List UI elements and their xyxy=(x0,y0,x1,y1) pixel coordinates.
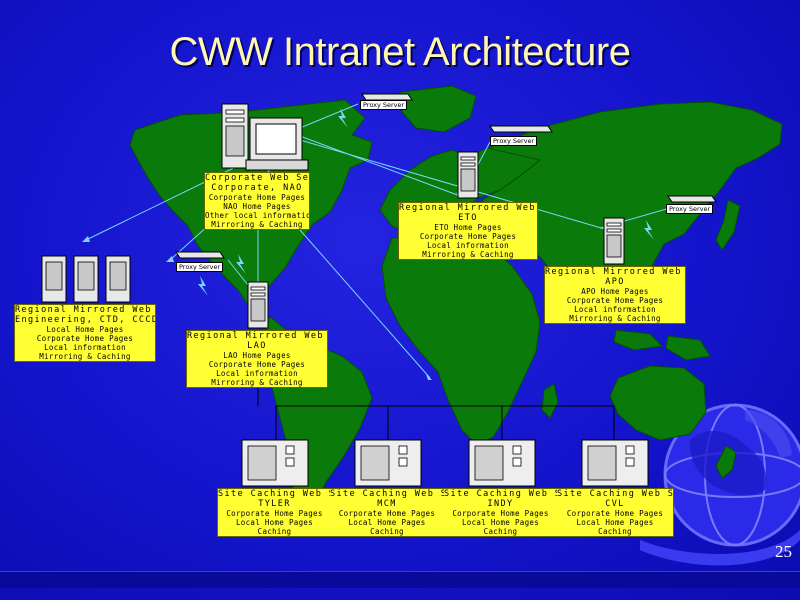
site-location: TYLER xyxy=(258,499,291,509)
site-location: CVL xyxy=(605,499,625,509)
node-detail: Corporate Home Pages xyxy=(566,296,664,305)
site-heading: Site Caching Web Server xyxy=(557,489,674,499)
site-server-box-indy: Site Caching Web Server INDY Corporate H… xyxy=(444,488,557,537)
node-detail: Mirroring & Caching xyxy=(569,314,661,323)
node-location: APO xyxy=(605,277,625,287)
site-detail: Corporate Home Pages xyxy=(338,509,436,518)
node-detail: ETO Home Pages xyxy=(434,223,502,232)
site-server-box-cvl: Site Caching Web Server CVL Corporate Ho… xyxy=(557,488,674,537)
node-heading: Regional Mirrored Web Server xyxy=(187,331,327,341)
site-wiring xyxy=(257,386,615,440)
proxy-label-west: Proxy Server xyxy=(176,262,224,272)
site-detail: Local Home Pages xyxy=(461,518,540,527)
corporate-server-box: Corporate Web Server Corporate, NAO Corp… xyxy=(204,172,310,230)
site-detail: Corporate Home Pages xyxy=(452,509,549,518)
node-detail: NAO Home Pages xyxy=(223,202,291,211)
node-detail: Corporate Home Pages xyxy=(419,232,517,241)
site-heading: Site Caching Web Server xyxy=(218,489,331,499)
node-detail: LAO Home Pages xyxy=(223,351,291,360)
node-location: ETO xyxy=(458,213,478,223)
site-detail: Caching xyxy=(257,527,292,536)
node-detail: Local information xyxy=(574,305,656,314)
site-heading: Site Caching Web Server xyxy=(444,489,557,499)
node-detail: Local Home Pages xyxy=(46,325,124,334)
node-detail: Other local information xyxy=(205,211,310,220)
site-detail: Corporate Home Pages xyxy=(566,509,664,518)
footer-bar xyxy=(0,571,800,588)
site-server-icons xyxy=(241,439,649,487)
node-detail: Corporate Home Pages xyxy=(208,193,306,202)
site-server-box-mcm: Site Caching Web Server MCM Corporate Ho… xyxy=(330,488,444,537)
node-heading: Regional Mirrored Web Server xyxy=(15,305,155,315)
slide-number: 25 xyxy=(775,542,792,561)
lao-server-box: Regional Mirrored Web Server LAO LAO Hom… xyxy=(186,330,328,388)
eto-server-icon xyxy=(457,151,479,199)
node-heading: Corporate Web Server xyxy=(205,173,310,183)
proxy-label-europe: Proxy Server xyxy=(490,136,538,146)
site-detail: Caching xyxy=(483,527,518,536)
lao-server-icon xyxy=(247,281,269,329)
node-detail: Mirroring & Caching xyxy=(39,352,131,361)
node-detail: Corporate Home Pages xyxy=(36,334,134,343)
site-location: MCM xyxy=(377,499,397,509)
site-detail: Local Home Pages xyxy=(576,518,654,527)
engineering-server-icons xyxy=(41,255,131,303)
apo-server-box: Regional Mirrored Web Server APO APO Hom… xyxy=(544,266,686,324)
node-detail: Local information xyxy=(216,369,298,378)
node-heading: Regional Mirrored Web Server xyxy=(399,203,537,213)
node-location: Corporate, NAO xyxy=(211,183,303,193)
node-detail: Local information xyxy=(427,241,509,250)
proxy-label-asia: Proxy Server xyxy=(666,204,714,214)
site-location: INDY xyxy=(487,499,514,509)
engineering-server-box: Regional Mirrored Web Server Engineering… xyxy=(14,304,156,362)
node-detail: Mirroring & Caching xyxy=(422,250,514,259)
node-detail: Corporate Home Pages xyxy=(208,360,306,369)
apo-server-icon xyxy=(603,217,625,265)
node-detail: Mirroring & Caching xyxy=(211,378,303,387)
corporate-server-icon xyxy=(221,103,309,171)
node-detail: APO Home Pages xyxy=(581,287,649,296)
proxy-devices xyxy=(175,93,717,259)
node-detail: Local information xyxy=(44,343,126,352)
site-detail: Local Home Pages xyxy=(348,518,426,527)
node-heading: Regional Mirrored Web Server xyxy=(545,267,685,277)
node-detail: Mirroring & Caching xyxy=(211,220,303,229)
site-detail: Corporate Home Pages xyxy=(226,509,323,518)
site-heading: Site Caching Web Server xyxy=(330,489,444,499)
site-detail: Caching xyxy=(598,527,632,536)
slide-title: CWW Intranet Architecture xyxy=(169,30,631,74)
node-location: Engineering, CTD, CCCD xyxy=(15,315,156,325)
site-detail: Local Home Pages xyxy=(235,518,314,527)
eto-server-box: Regional Mirrored Web Server ETO ETO Hom… xyxy=(398,202,538,260)
proxy-label-north: Proxy Server xyxy=(360,100,408,110)
site-detail: Caching xyxy=(370,527,404,536)
node-location: LAO xyxy=(247,341,267,351)
site-server-box-tyler: Site Caching Web Server TYLER Corporate … xyxy=(217,488,331,537)
